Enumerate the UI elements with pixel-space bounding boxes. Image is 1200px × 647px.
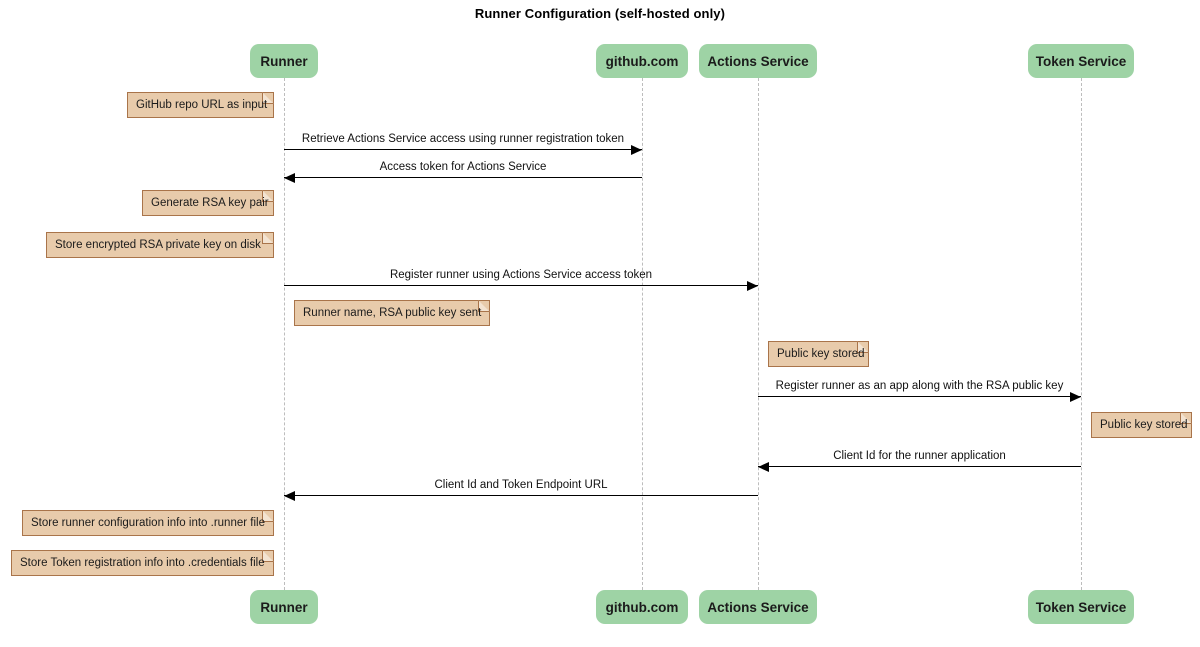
participant-label: Runner — [260, 599, 308, 615]
lifeline-runner — [284, 78, 285, 590]
participant-token-bottom[interactable]: Token Service — [1028, 590, 1134, 624]
participant-label: github.com — [605, 53, 679, 69]
participant-runner-bottom[interactable]: Runner — [250, 590, 318, 624]
msg-register-runner-arrowhead — [747, 280, 758, 291]
participant-actions-top[interactable]: Actions Service — [699, 44, 817, 78]
msg-retrieve-access-line — [284, 149, 642, 150]
note-store-rsa: Store encrypted RSA private key on disk — [46, 232, 274, 258]
msg-register-runner-label: Register runner using Actions Service ac… — [389, 269, 653, 281]
msg-register-app-arrowhead — [1070, 391, 1081, 402]
participant-label: github.com — [605, 599, 679, 615]
msg-access-token-label: Access token for Actions Service — [379, 161, 547, 173]
msg-client-id-url-label: Client Id and Token Endpoint URL — [434, 479, 608, 491]
note-generate-rsa: Generate RSA key pair — [142, 190, 274, 216]
note-label: Store encrypted RSA private key on disk — [55, 239, 261, 251]
msg-access-token-arrowhead — [284, 172, 295, 183]
msg-register-app-line — [758, 396, 1081, 397]
msg-access-token-line — [284, 177, 642, 178]
msg-client-id-url-arrowhead — [284, 490, 295, 501]
msg-client-id-arrowhead — [758, 461, 769, 472]
note-label: Generate RSA key pair — [151, 197, 269, 209]
lifeline-github — [642, 78, 643, 590]
participant-label: Actions Service — [707, 53, 809, 69]
msg-retrieve-access-label: Retrieve Actions Service access using ru… — [301, 133, 625, 145]
participant-label: Runner — [260, 53, 308, 69]
participant-github-top[interactable]: github.com — [596, 44, 688, 78]
note-label: Store Token registration info into .cred… — [20, 557, 265, 569]
participant-token-top[interactable]: Token Service — [1028, 44, 1134, 78]
msg-register-app-label: Register runner as an app along with the… — [775, 380, 1064, 392]
note-label: Store runner configuration info into .ru… — [31, 517, 265, 529]
note-label: Public key stored — [777, 348, 865, 360]
participant-label: Token Service — [1035, 599, 1127, 615]
participant-github-bottom[interactable]: github.com — [596, 590, 688, 624]
msg-client-id-label: Client Id for the runner application — [833, 450, 1006, 462]
participant-label: Token Service — [1035, 53, 1127, 69]
lifeline-actions — [758, 78, 759, 590]
note-label: Public key stored — [1100, 419, 1188, 431]
note-label: GitHub repo URL as input — [136, 99, 268, 111]
lifeline-token — [1081, 78, 1082, 590]
msg-client-id-url-line — [284, 495, 758, 496]
note-label: Runner name, RSA public key sent — [303, 307, 482, 319]
msg-register-runner-line — [284, 285, 758, 286]
note-pubkey-token: Public key stored — [1091, 412, 1192, 438]
note-store-config: Store runner configuration info into .ru… — [22, 510, 274, 536]
note-runner-name: Runner name, RSA public key sent — [294, 300, 490, 326]
msg-client-id-line — [758, 466, 1081, 467]
participant-label: Actions Service — [707, 599, 809, 615]
participant-actions-bottom[interactable]: Actions Service — [699, 590, 817, 624]
msg-retrieve-access-arrowhead — [631, 144, 642, 155]
note-pubkey-actions: Public key stored — [768, 341, 869, 367]
page-title: Runner Configuration (self-hosted only) — [474, 6, 726, 21]
note-store-token: Store Token registration info into .cred… — [11, 550, 274, 576]
note-repo-url: GitHub repo URL as input — [127, 92, 274, 118]
participant-runner-top[interactable]: Runner — [250, 44, 318, 78]
